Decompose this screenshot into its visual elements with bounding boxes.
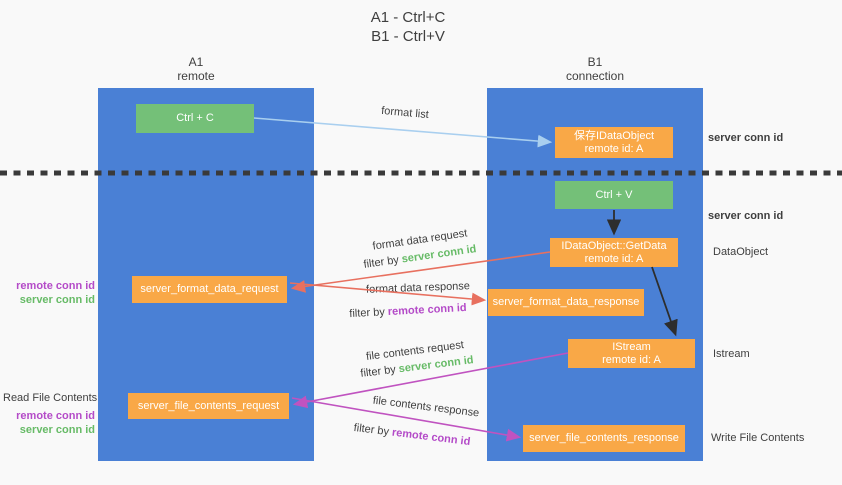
node-server-file-contents-request: server_file_contents_request xyxy=(128,393,289,419)
edge-label-file-response-filter: filter by remote conn id xyxy=(322,418,502,452)
node-save-idataobject: 保存IDataObject remote id: A xyxy=(555,127,673,158)
node-istream-line1: IStream xyxy=(612,340,651,353)
format-list-text: format list xyxy=(380,104,430,122)
edge-label-format-response-filter: filter by remote conn id xyxy=(318,300,498,321)
node-save-idataobject-line2: remote id: A xyxy=(584,142,644,155)
right-label-dataobject: DataObject xyxy=(713,246,769,258)
filter-by-text: filter by xyxy=(353,421,390,439)
title-line-2: B1 - Ctrl+V xyxy=(371,28,445,45)
left-label-conn-ids-top: remote conn id server conn id xyxy=(0,279,95,307)
remote-conn-id-text: remote conn id xyxy=(391,426,471,449)
node-ctrl-v: Ctrl + V xyxy=(555,181,673,209)
node-server-format-data-request-label: server_format_data_request xyxy=(140,283,279,295)
node-server-file-contents-request-label: server_file_contents_request xyxy=(137,399,280,412)
edge-label-format-list: format list xyxy=(315,99,495,127)
lane-b1-role: connection xyxy=(565,69,625,83)
remote-conn-id-text: remote conn id xyxy=(387,301,467,319)
diagram-title: A1 - Ctrl+C B1 - Ctrl+V xyxy=(308,8,508,46)
node-istream: IStream remote id: A xyxy=(568,339,695,368)
lane-b1-name: B1 xyxy=(587,55,603,69)
format-data-response-text: format data response xyxy=(365,280,471,296)
lane-header-b1: B1 connection xyxy=(487,55,703,83)
node-ctrl-c: Ctrl + C xyxy=(136,104,254,133)
edge-label-format-data-response: format data response xyxy=(328,279,508,297)
node-server-file-contents-response-label: server_file_contents_response xyxy=(529,432,679,444)
node-getdata-line2: remote id: A xyxy=(584,252,644,265)
left-server-conn-id-top: server conn id xyxy=(19,294,95,306)
node-ctrl-c-label: Ctrl + C xyxy=(176,112,214,124)
left-remote-conn-id-top: remote conn id xyxy=(16,280,95,292)
lane-a1-role: remote xyxy=(177,69,215,83)
node-server-format-data-response-label: server_format_data_response xyxy=(492,296,640,308)
left-label-conn-ids-bottom: remote conn id server conn id xyxy=(0,409,95,437)
left-server-conn-id-bottom: server conn id xyxy=(19,424,95,436)
left-label-read-file-contents: Read File Contents xyxy=(3,392,98,404)
filter-by-text: filter by xyxy=(359,363,397,380)
node-getdata-line1: IDataObject::GetData xyxy=(561,239,667,252)
node-ctrl-v-label: Ctrl + V xyxy=(595,188,633,201)
node-idataobject-getdata: IDataObject::GetData remote id: A xyxy=(550,238,678,267)
node-server-format-data-response: server_format_data_response xyxy=(488,289,644,316)
file-contents-response-text: file contents response xyxy=(372,394,480,420)
filter-by-text: filter by xyxy=(362,254,400,271)
node-save-idataobject-line1: 保存IDataObject xyxy=(573,129,655,142)
left-remote-conn-id-bottom: remote conn id xyxy=(16,410,95,422)
node-server-format-data-request: server_format_data_request xyxy=(132,276,287,303)
right-label-server-conn-id-top: server conn id xyxy=(708,132,784,144)
filter-by-text: filter by xyxy=(349,306,386,321)
node-server-file-contents-response: server_file_contents_response xyxy=(523,425,685,452)
node-istream-line2: remote id: A xyxy=(602,353,661,366)
right-label-istream: Istream xyxy=(713,348,750,360)
lane-header-a1: A1 remote xyxy=(88,55,304,83)
lane-a1-name: A1 xyxy=(188,55,204,69)
title-line-1: A1 - Ctrl+C xyxy=(370,9,446,26)
right-label-server-conn-id-mid: server conn id xyxy=(708,210,784,222)
right-label-write-file-contents: Write File Contents xyxy=(711,432,805,444)
